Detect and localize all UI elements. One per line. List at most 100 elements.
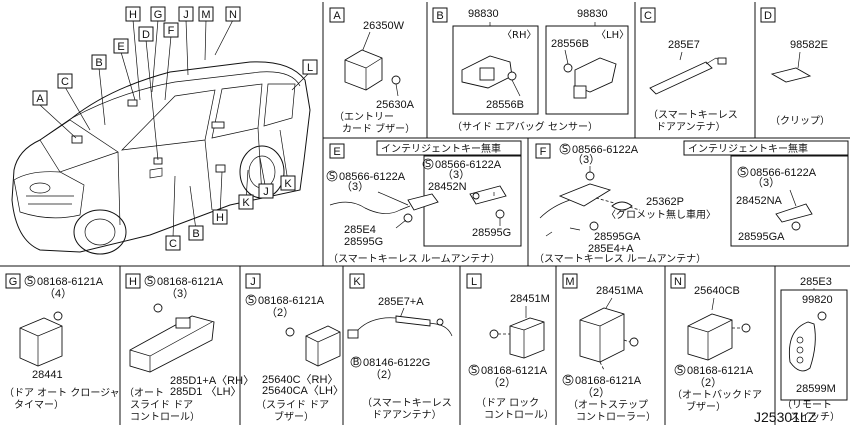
panel-caption: スライド ドア	[130, 399, 193, 411]
vehicle-window-mid	[211, 83, 263, 139]
note-box	[376, 140, 522, 156]
remote-switch-body	[788, 321, 816, 372]
panel-letter-box	[535, 143, 551, 159]
panel-caption: （スライド ドア	[256, 399, 329, 411]
part-number: 28451MA	[596, 285, 644, 297]
lh-subbox	[545, 25, 629, 115]
part-number: 99820	[802, 294, 833, 306]
part-number: 28595G	[472, 227, 511, 239]
slide-door-buzzer	[305, 325, 341, 367]
bolt-qty: （3）	[341, 180, 369, 193]
part-number: 285D1+A〈RH〉	[170, 374, 254, 387]
bolt-qty: （2）	[488, 376, 516, 389]
callout-box	[163, 22, 179, 38]
note-box	[683, 140, 849, 156]
callout-box	[125, 6, 141, 22]
callout-box	[212, 209, 228, 225]
bolt-number: 08168-6121A	[37, 276, 104, 288]
panel-caption: （オートバックドア	[672, 389, 762, 401]
screw-symbol	[422, 158, 434, 170]
vehicle-grille	[26, 195, 74, 205]
clip	[770, 67, 812, 83]
sensor-connector	[573, 85, 587, 99]
connector	[347, 329, 359, 339]
panel-caption: カード ブザー）	[342, 122, 415, 135]
screw-symbol-letter: S	[248, 295, 254, 306]
panel-letter-box	[562, 273, 578, 289]
remote-button	[796, 356, 804, 364]
part-number: 28595GA	[738, 231, 785, 243]
callout-box	[57, 73, 73, 89]
panel-caption: （スマートキーレス ルームアンテナ）	[534, 253, 706, 265]
nut	[507, 71, 517, 81]
panel-n: N 25640CB S 08168-6121A （2） （オートバックドア ブザ…	[670, 273, 762, 413]
panel-caption: ブザー）	[274, 410, 314, 423]
antenna-connector	[717, 57, 727, 65]
panel-letter-box	[349, 273, 365, 289]
bolt-qty: （2）	[694, 376, 722, 389]
bolt-qty: （3）	[166, 287, 194, 300]
panel-caption: コントロール）	[130, 411, 200, 423]
screw-symbol-letter: S	[147, 276, 153, 287]
panel-letter: A	[333, 10, 341, 22]
callout-box	[138, 26, 154, 42]
panel-letter-box	[432, 7, 448, 23]
panel-caption: （ドア ロック	[476, 397, 539, 409]
vehicle-part-h	[127, 99, 138, 107]
panel-caption: （ドア オート クロージャ	[4, 387, 120, 399]
panel-letter: H	[129, 276, 137, 288]
diagram-id: J25301LZ	[754, 409, 817, 425]
bolt-qty: （3）	[572, 153, 600, 166]
screw	[391, 75, 401, 85]
callout-letter: J	[263, 186, 269, 198]
part-number: 28595GA	[594, 231, 641, 243]
callout-letter: C	[169, 238, 177, 250]
panel-remote: 285E3 99820 28599M （リモート スイッチ）	[780, 276, 848, 423]
vehicle-headlight	[29, 182, 51, 194]
panel-letter: L	[471, 276, 477, 288]
panel-letter: E	[333, 146, 340, 158]
panel-caption: （リモート	[782, 399, 832, 411]
part-number: 285D1 〈LH〉	[170, 385, 242, 398]
screw-symbol-letter: S	[677, 365, 683, 376]
part-number: 25630A	[376, 99, 415, 111]
part-number: 285E4+A	[588, 243, 634, 255]
vehicle-front-hub	[84, 218, 116, 246]
part-number: 25640CB	[694, 285, 740, 297]
room-antenna-intelligent	[469, 185, 507, 205]
part-number: 98582E	[790, 39, 828, 51]
callout-box	[32, 90, 48, 106]
panel-l: L 28451M S 08168-6121A （2） （ドア ロック コントロー…	[466, 273, 554, 421]
screw	[53, 311, 63, 321]
screw-symbol	[737, 166, 749, 178]
panel-g: G S 08168-6121A （4） 28441 （ドア オート クロージャ …	[4, 273, 120, 411]
bolt-qty: （3）	[442, 168, 470, 181]
screw-symbol-letter: S	[27, 276, 33, 287]
bolt-qty: （3）	[752, 176, 780, 189]
vehicle-part-a	[71, 135, 83, 144]
bolt-number: 08168-6121A	[575, 375, 642, 387]
entry-card-buzzer	[344, 49, 383, 91]
part-number: 28441	[32, 369, 63, 381]
callout-box	[258, 183, 274, 199]
part-number: 285E3	[800, 276, 832, 288]
callout-letter: F	[168, 25, 175, 37]
callout-letter: C	[61, 76, 69, 88]
vehicle-door-line	[204, 139, 213, 211]
bolt-number: 08168-6121A	[258, 295, 325, 307]
intelligent-key-subbox	[730, 155, 849, 247]
bolt-number: 08146-6122G	[363, 357, 430, 369]
vehicle-front-face	[13, 171, 85, 219]
screw-symbol	[562, 374, 574, 386]
callout-letter: A	[36, 93, 44, 105]
panel-caption: コントロール）	[484, 409, 554, 421]
callout-box	[302, 59, 318, 75]
panel-note: インテリジェントキー無車	[688, 142, 808, 155]
panel-letter: D	[764, 10, 772, 22]
bolt-symbol	[350, 356, 362, 368]
panel-letter: J	[250, 276, 256, 288]
auto-step-controller	[579, 307, 625, 363]
vehicle-rear-hub	[248, 155, 276, 189]
